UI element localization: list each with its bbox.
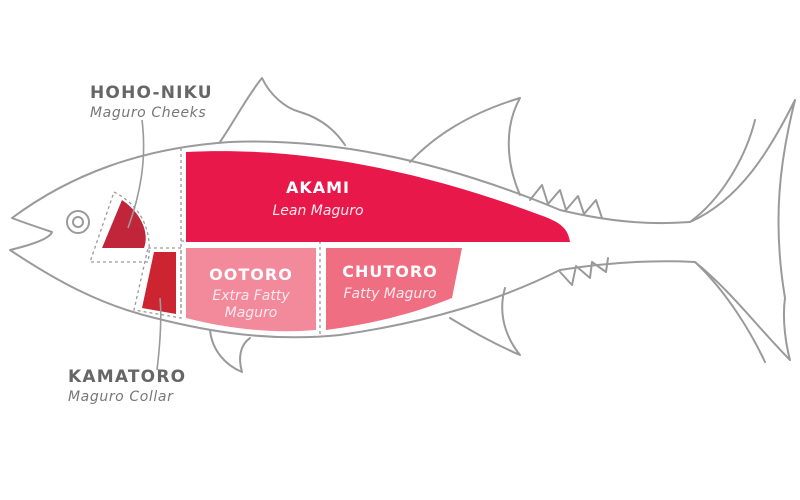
fish-body-outline	[9, 99, 796, 361]
hohoniku-region[interactable]	[102, 200, 146, 248]
anal-fin-outline	[449, 287, 521, 356]
akami-region[interactable]	[186, 151, 570, 242]
finlets-top-outline	[529, 184, 603, 219]
chutoro-region[interactable]	[326, 248, 462, 330]
ootoro-region[interactable]	[186, 248, 316, 332]
second-dorsal-fin-outline	[409, 97, 521, 196]
chutoro-sublabel: Fatty Maguro	[343, 286, 436, 302]
ootoro-sublabel-line1: Extra Fatty	[212, 288, 290, 304]
eye-inner	[72, 216, 84, 228]
tail-fin-outline	[689, 119, 766, 363]
kamatoro-callout-title: KAMATORO	[68, 367, 186, 387]
kamatoro-dashed-frame	[133, 247, 182, 319]
hohoniku-callout-title: HOHO-NIKU	[90, 83, 213, 103]
hohoniku-leader-line	[127, 119, 145, 229]
eye-outer	[66, 210, 90, 234]
chutoro-label: CHUTORO	[342, 262, 438, 281]
dorsal-fin-outline	[219, 77, 346, 146]
finlets-bottom-outline	[559, 257, 609, 286]
pelvic-fin-outline	[209, 329, 251, 373]
akami-label: AKAMI	[286, 178, 350, 197]
ootoro-sublabel-line2: Maguro	[225, 305, 278, 321]
kamatoro-region[interactable]	[142, 252, 176, 314]
kamatoro-callout-subtitle: Maguro Collar	[68, 389, 174, 405]
ootoro-label: OOTORO	[209, 265, 293, 284]
hohoniku-callout-subtitle: Maguro Cheeks	[90, 105, 206, 121]
kamatoro-leader-line	[156, 297, 162, 371]
akami-sublabel: Lean Maguro	[272, 203, 363, 219]
